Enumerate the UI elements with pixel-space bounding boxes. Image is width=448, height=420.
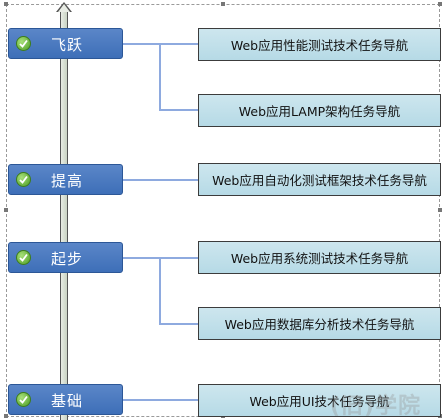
stage-label: 飞跃 <box>51 36 84 54</box>
stage-box-foundation[interactable]: 基础 <box>8 384 123 415</box>
resize-handle[interactable] <box>221 2 225 6</box>
stage-box-improve[interactable]: 提高 <box>8 164 123 195</box>
task-box[interactable]: Web应用UI技术任务导航 <box>198 384 441 417</box>
stage-label: 起步 <box>51 250 84 268</box>
resize-handle[interactable] <box>438 2 442 6</box>
resize-handle[interactable] <box>438 208 442 212</box>
check-icon <box>16 392 31 407</box>
task-box[interactable]: Web应用数据库分析技术任务导航 <box>198 307 441 340</box>
connector-line <box>159 109 198 111</box>
stage-label: 基础 <box>51 392 84 410</box>
axis-arrow-head-inner <box>58 4 70 12</box>
task-box[interactable]: Web应用性能测试技术任务导航 <box>198 28 441 61</box>
stage-box-start[interactable]: 起步 <box>8 242 123 273</box>
resize-handle[interactable] <box>4 2 8 6</box>
progress-axis <box>60 12 68 420</box>
check-icon <box>16 172 31 187</box>
watermark-logo: (旧)学院 <box>330 394 422 419</box>
check-icon <box>16 250 31 265</box>
task-box[interactable]: Web应用系统测试技术任务导航 <box>198 241 441 274</box>
stage-label: 提高 <box>51 172 84 190</box>
check-icon <box>16 36 31 51</box>
connector-line <box>159 323 198 325</box>
connector-line <box>123 179 198 181</box>
resize-handle[interactable] <box>4 208 8 212</box>
diagram-frame <box>6 4 440 417</box>
resize-handle[interactable] <box>4 414 8 418</box>
connector-line <box>123 399 198 401</box>
connector-line <box>159 257 161 325</box>
connector-line <box>159 43 161 111</box>
task-box[interactable]: Web应用LAMP架构任务导航 <box>198 94 441 127</box>
stage-box-leap[interactable]: 飞跃 <box>8 28 123 59</box>
task-box[interactable]: Web应用自动化测试框架技术任务导航 <box>198 163 441 196</box>
